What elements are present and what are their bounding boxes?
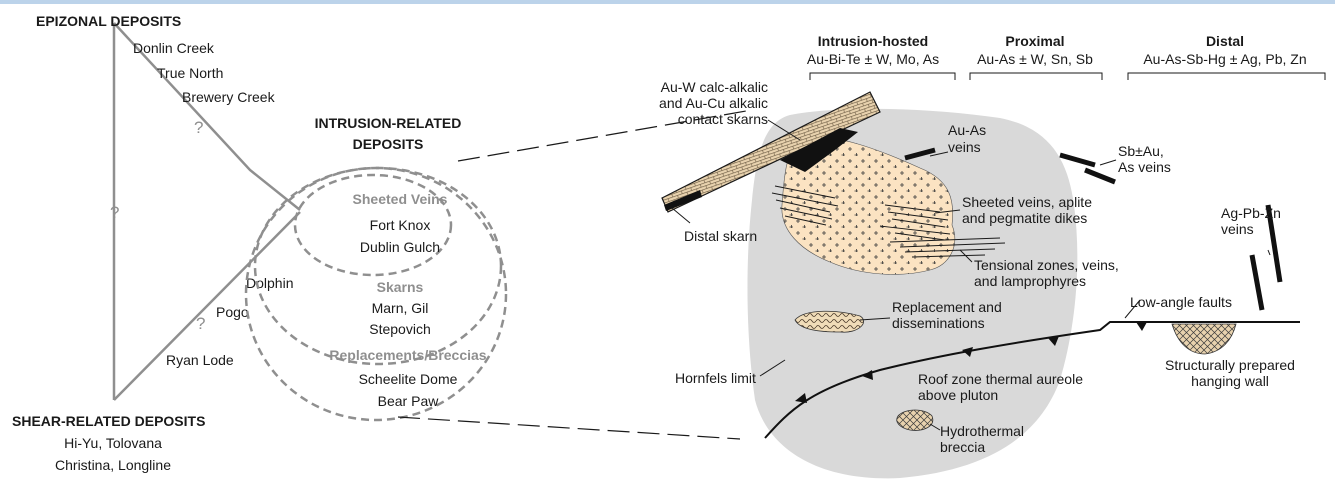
zoom-connector-lines (398, 110, 752, 439)
sheeted-veins-example: Dublin Gulch (360, 239, 440, 255)
roof-zone-label: Roof zone thermal aureole (918, 371, 1083, 387)
zone-title-distal: Distal (1206, 33, 1244, 49)
replacement-label: Replacement and (892, 299, 1002, 315)
skarns-example: Marn, Gil (372, 300, 429, 316)
dolphin-label: Dolphin (246, 275, 293, 291)
sheeted-veins-example: Fort Knox (370, 217, 431, 233)
replacements-example: Scheelite Dome (359, 371, 458, 387)
epizonal-example: True North (157, 65, 223, 81)
epizonal-example: Donlin Creek (133, 40, 215, 56)
zone-elements-proximal: Au-As ± W, Sn, Sb (977, 51, 1093, 67)
shear-example: Hi-Yu, Tolovana (64, 435, 162, 451)
hydrothermal-label: breccia (940, 439, 985, 455)
intrusion-related-title: DEPOSITS (353, 136, 424, 152)
zone-title-intrusion-hosted: Intrusion-hosted (818, 33, 928, 49)
zone-title-proximal: Proximal (1005, 33, 1064, 49)
sb-au-veins-label: As veins (1118, 159, 1171, 175)
au-as-veins-label: veins (948, 139, 981, 155)
skarns-title: Skarns (377, 279, 424, 295)
hydrothermal-label: Hydrothermal (940, 423, 1024, 439)
ag-pb-zn-label: veins (1221, 221, 1254, 237)
tensional-label: and lamprophyres (974, 273, 1086, 289)
low-angle-faults-label: Low-angle faults (1130, 294, 1232, 310)
skarns-example: Stepovich (369, 321, 430, 337)
ag-pb-zn-label: Ag-Pb-Zn (1221, 205, 1281, 221)
contact-skarns-label: Au-W calc-alkalic (661, 79, 768, 95)
roof-zone-label: above pluton (918, 387, 998, 403)
contact-skarns-label: and Au-Cu alkalic (659, 95, 768, 111)
replacements-example: Bear Paw (378, 393, 440, 409)
distal-skarn-label: Distal skarn (684, 228, 757, 244)
contact-skarns-label: contact skarns (678, 111, 768, 127)
hornfels-limit-label: Hornfels limit (675, 370, 756, 386)
shear-example: Christina, Longline (55, 457, 171, 473)
zone-elements-intrusion-hosted: Au-Bi-Te ± W, Mo, As (807, 51, 939, 67)
replacement-label: disseminations (892, 315, 985, 331)
intrusion-related-title: INTRUSION-RELATED (315, 115, 462, 131)
pogo-label: Pogo (216, 304, 249, 320)
shear-title: SHEAR-RELATED DEPOSITS (12, 413, 205, 429)
replacements-title: Replacements/Breccias (329, 347, 486, 363)
question-mark: ? (194, 118, 203, 137)
ryan-lode-label: Ryan Lode (166, 352, 234, 368)
sheeted-veins-title: Sheeted Veins (353, 191, 448, 207)
zone-elements-distal: Au-As-Sb-Hg ± Ag, Pb, Zn (1143, 51, 1306, 67)
epizonal-example: Brewery Creek (182, 89, 276, 105)
question-mark: ? (196, 314, 205, 333)
sheeted-veins-label: Sheeted veins, aplite (962, 194, 1092, 210)
epizonal-title: EPIZONAL DEPOSITS (36, 13, 181, 29)
sb-au-veins-label: Sb±Au, (1118, 143, 1164, 159)
tensional-label: Tensional zones, veins, (974, 257, 1119, 273)
sheeted-veins-label: and pegmatite dikes (962, 210, 1087, 226)
hydrothermal-breccia-body (897, 410, 933, 430)
zone-brackets (810, 73, 1325, 80)
structurally-label: hanging wall (1191, 373, 1269, 389)
question-mark: ? (110, 203, 119, 222)
hanging-wall-body (1172, 324, 1236, 354)
structurally-label: Structurally prepared (1165, 357, 1295, 373)
au-as-veins-label: Au-As (948, 122, 986, 138)
